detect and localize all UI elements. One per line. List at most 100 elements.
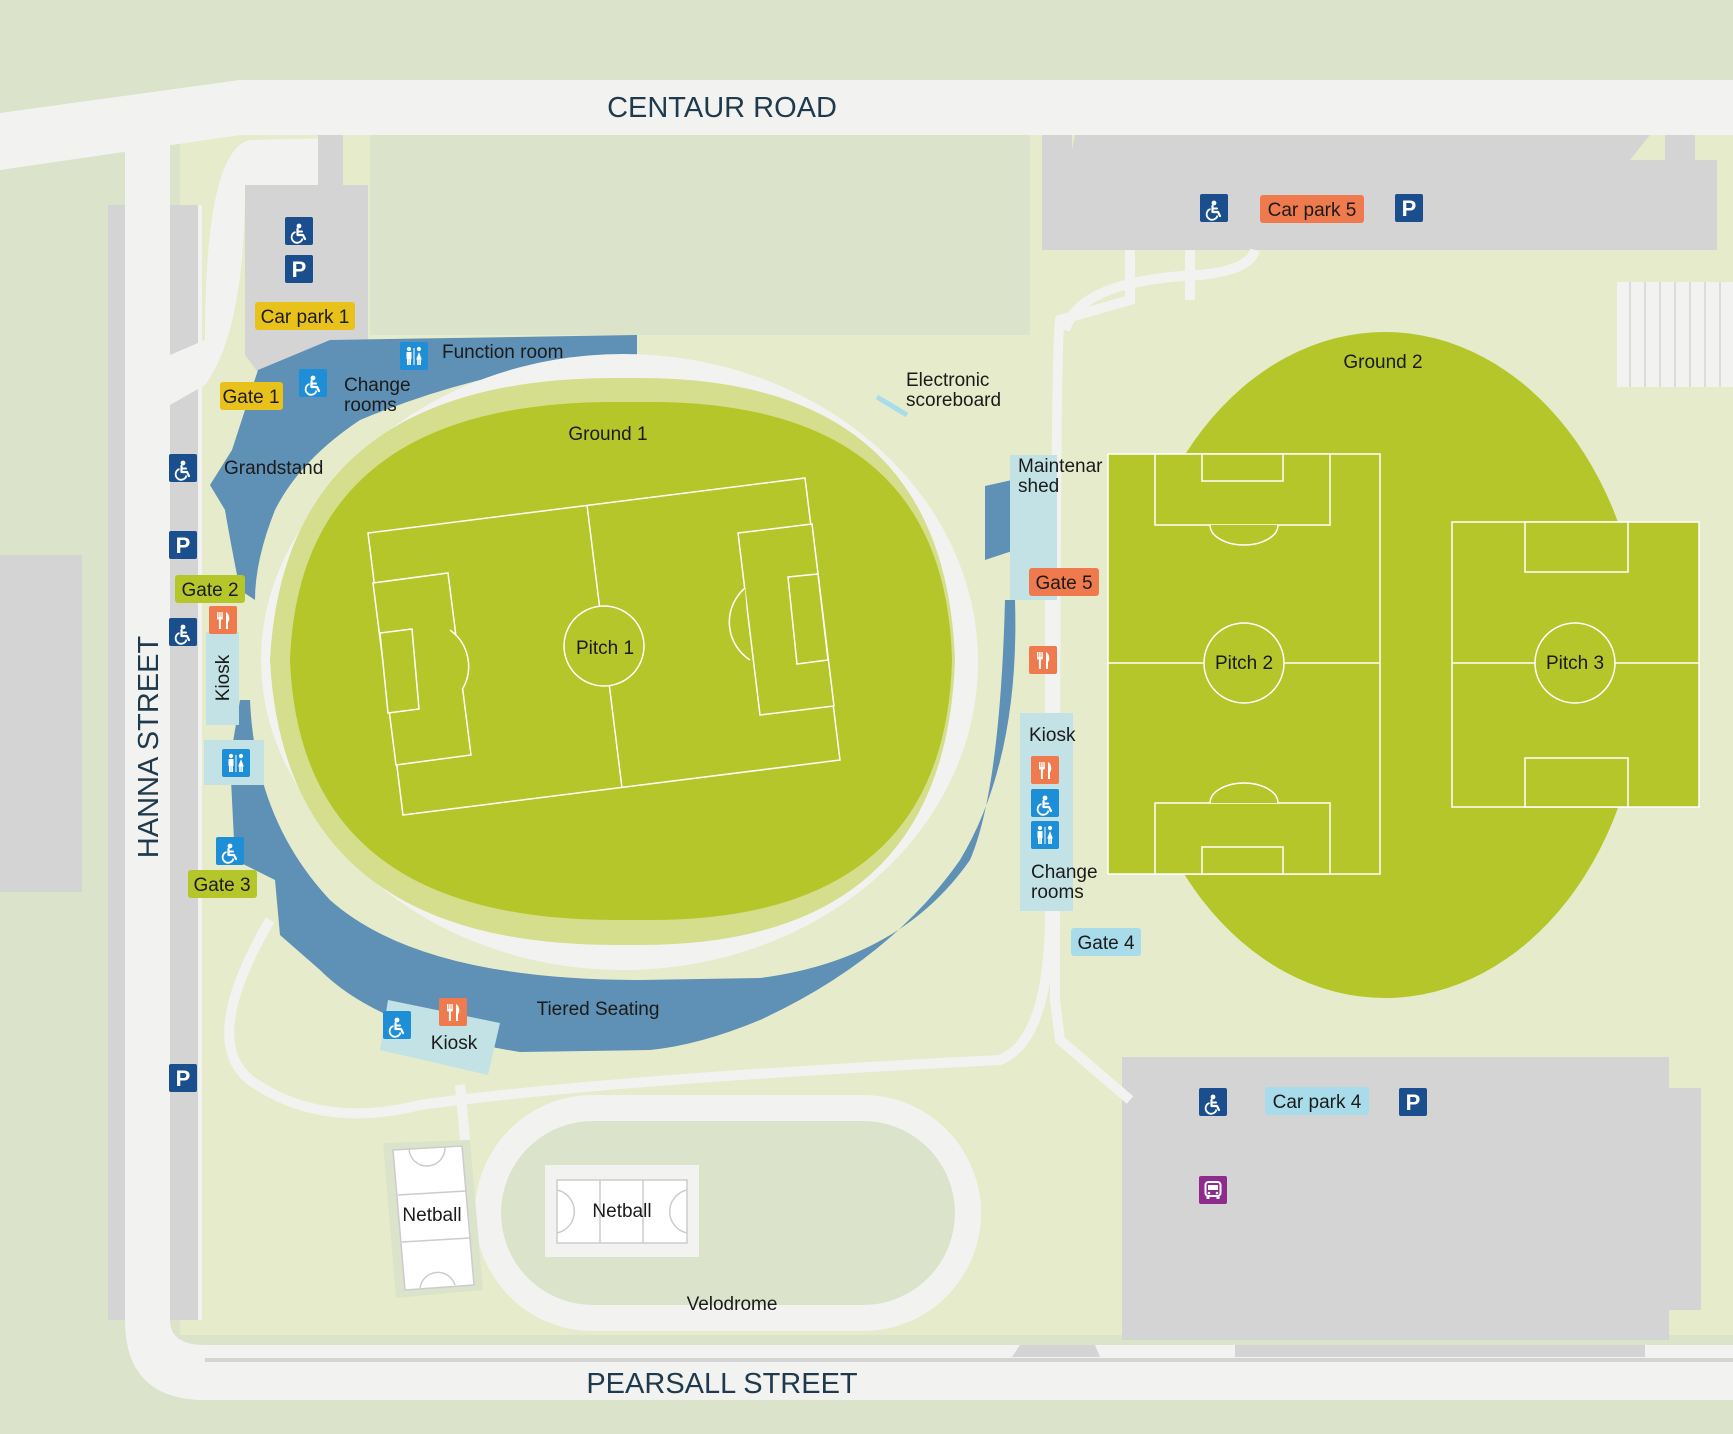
- food-icon-bg: [209, 606, 237, 634]
- accessible-icon[interactable]: [1199, 1088, 1227, 1116]
- netball-1-label: Netball: [402, 1205, 461, 1226]
- accessible-icon[interactable]: [1031, 789, 1059, 817]
- parking-icon-glyph: P: [292, 257, 307, 282]
- electronic-scoreboard-label-1: Electronic: [906, 370, 989, 391]
- accessible-icon[interactable]: [216, 837, 244, 865]
- gate-1[interactable]: Gate 1: [220, 382, 283, 410]
- maintenance-shed-label-2: shed: [1018, 476, 1059, 497]
- food-icon[interactable]: [1031, 756, 1059, 784]
- car-park-1-badge: [255, 302, 355, 330]
- pitch-1-lines: [367, 477, 841, 816]
- change-rooms-west-label-1: Change: [344, 375, 411, 396]
- gate-3-badge: [188, 870, 257, 898]
- change-rooms-east-label-1: Change: [1031, 862, 1098, 883]
- kiosk-west-label: Kiosk: [213, 654, 234, 701]
- car-park-5-badge: [1260, 195, 1364, 223]
- parking-icon-bg: [1399, 1088, 1427, 1116]
- parking-icon[interactable]: P: [169, 531, 197, 559]
- cp5-west-bay: [1042, 135, 1072, 165]
- cp1-entrance: [318, 135, 343, 185]
- bus-icon[interactable]: [1199, 1176, 1227, 1204]
- gate-4-label: Gate 4: [1077, 933, 1134, 954]
- kiosk-east-label: Kiosk: [1029, 725, 1076, 746]
- pitch-2-label: Pitch 2: [1215, 653, 1273, 674]
- food-icon[interactable]: [439, 998, 467, 1026]
- electronic-scoreboard: [875, 394, 909, 418]
- parking-icon[interactable]: P: [1399, 1088, 1427, 1116]
- car-park-1-tag[interactable]: Car park 1: [255, 302, 355, 330]
- west-building: [0, 555, 82, 892]
- gate-3[interactable]: Gate 3: [188, 870, 257, 898]
- maintenance-shed-label-1: Maintenar: [1018, 456, 1103, 477]
- kiosk-south-label: Kiosk: [431, 1033, 478, 1054]
- car-park-5-label: Car park 5: [1268, 200, 1357, 221]
- car-park-4-label: Car park 4: [1273, 1092, 1362, 1113]
- gate-4[interactable]: Gate 4: [1071, 928, 1141, 956]
- gate-3-label: Gate 3: [193, 875, 250, 896]
- function-room-label: Function room: [442, 342, 563, 363]
- pitch-3-lines: [1451, 521, 1700, 808]
- cp4-east-bay: [1669, 1088, 1701, 1310]
- cp1-access-road: [170, 138, 340, 405]
- gate-1-badge: [220, 382, 283, 410]
- car-park-4-badge: [1265, 1087, 1369, 1115]
- food-icon-bg: [439, 998, 467, 1026]
- gate-5[interactable]: Gate 5: [1029, 568, 1099, 596]
- grandstand-west: [210, 335, 637, 600]
- street-pearsall-street: PEARSALL STREET: [586, 1368, 858, 1400]
- parking-icon-bg: [169, 531, 197, 559]
- tiered-seating-label: Tiered Seating: [537, 999, 660, 1020]
- gate-5-label: Gate 5: [1035, 573, 1092, 594]
- toilets-icon[interactable]: [222, 749, 250, 777]
- netball-2-label: Netball: [592, 1201, 651, 1222]
- change-rooms-west-label-2: rooms: [344, 395, 397, 416]
- accessible-icon[interactable]: [383, 1011, 411, 1039]
- car-park-1-label: Car park 1: [261, 307, 350, 328]
- street-hanna-street: HANNA STREET: [133, 636, 165, 859]
- parking-icon[interactable]: P: [1395, 194, 1423, 222]
- car-park-5: [1042, 160, 1717, 250]
- cp5-east-bay: [1665, 135, 1695, 165]
- kerb: [198, 205, 202, 1320]
- food-icon-bg: [1029, 646, 1057, 674]
- kiosk-west: [206, 632, 239, 725]
- accessible-icon[interactable]: [169, 454, 197, 482]
- parking-icon-glyph: P: [1406, 1090, 1421, 1115]
- accessible-icon[interactable]: [169, 618, 197, 646]
- food-icon[interactable]: [1029, 646, 1057, 674]
- north-lawn: [370, 135, 1030, 335]
- grandstand-label: Grandstand: [224, 458, 323, 479]
- gate-5-badge: [1029, 568, 1099, 596]
- electronic-scoreboard-label-2: scoreboard: [906, 390, 1001, 411]
- velodrome-label: Velodrome: [687, 1294, 778, 1315]
- ground-2-label: Ground 2: [1343, 352, 1422, 373]
- accessible-icon[interactable]: [1200, 194, 1228, 222]
- cp5-entrance: [1070, 135, 1650, 160]
- cp4-exit-east: [1235, 1345, 1645, 1357]
- accessible-icon[interactable]: [285, 217, 313, 245]
- parking-icon-bg: [1395, 194, 1423, 222]
- gate-2[interactable]: Gate 2: [175, 575, 245, 603]
- gate-2-badge: [175, 575, 245, 603]
- pitch-1-label: Pitch 1: [576, 638, 634, 659]
- toilets-icon[interactable]: [400, 342, 428, 370]
- accessible-icon[interactable]: [299, 369, 327, 397]
- pitch-3-label: Pitch 3: [1546, 653, 1604, 674]
- gate-1-label: Gate 1: [222, 387, 279, 408]
- velodrome: [475, 1095, 981, 1331]
- car-park-4-tag[interactable]: Car park 4: [1265, 1087, 1369, 1115]
- parking-icon[interactable]: P: [169, 1064, 197, 1092]
- centaur-road: [0, 80, 1733, 170]
- parking-icon[interactable]: P: [285, 255, 313, 283]
- ground-1-label: Ground 1: [568, 424, 647, 445]
- netball-court-1: [392, 1145, 475, 1291]
- parking-icon-glyph: P: [1402, 196, 1417, 221]
- change-rooms-east-label-2: rooms: [1031, 882, 1084, 903]
- food-icon[interactable]: [209, 606, 237, 634]
- parking-icon-glyph: P: [176, 1066, 191, 1091]
- car-park-5-tag[interactable]: Car park 5: [1260, 195, 1364, 223]
- parking-icon-bg: [285, 255, 313, 283]
- parking-icon-bg: [169, 1064, 197, 1092]
- toilets-icon[interactable]: [1031, 821, 1059, 849]
